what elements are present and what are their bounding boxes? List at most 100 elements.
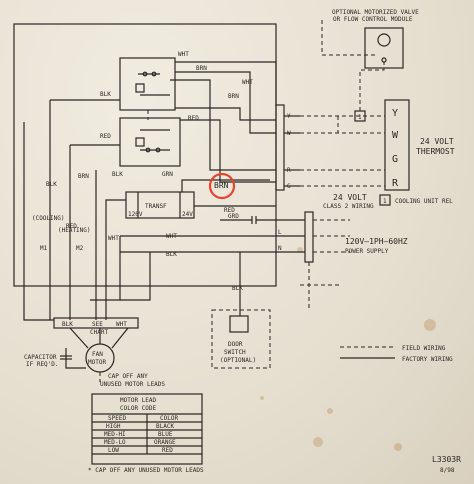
terminal-strip [275, 104, 285, 191]
transformer-120v: 120V [128, 211, 143, 218]
color-table-frame [91, 393, 203, 465]
relay-coil [135, 137, 145, 147]
term-n: N [278, 245, 282, 252]
table-r0-color: BLACK [156, 423, 174, 430]
lbl-grn: GRN [162, 171, 173, 178]
lbl-brn-r: BRN [228, 93, 239, 100]
valve-field-lead [359, 62, 385, 111]
lbl-red-xfmr: RED [224, 207, 235, 214]
capacitor-lead [65, 348, 86, 369]
motor-lbl-blk: BLK [62, 321, 73, 328]
door-1: DOOR [228, 341, 243, 348]
class2-1: 24 VOLT [333, 193, 367, 202]
term-grd: GRD [228, 213, 239, 220]
supply-title: 120V—1PH—60HZ [345, 237, 408, 246]
lbl-wht-top: WHT [178, 51, 189, 58]
table-r0-speed: HIGH [106, 423, 121, 430]
wire-left-bus [23, 122, 54, 321]
door-switch [229, 315, 249, 333]
lbl-wht-r: WHT [242, 79, 253, 86]
wire-brn-upper [175, 107, 276, 121]
table-hdr-color: COLOR [160, 415, 178, 422]
table-note: * CAP OFF ANY UNUSED MOTOR LEADS [88, 467, 204, 474]
capacitor-2: IF REQ'D. [26, 361, 59, 368]
top-note-2: OR FLOW CONTROL MODULE [333, 16, 413, 23]
motor-fan: FAN [92, 351, 103, 358]
relay-legend-text: COOLING UNIT REL [395, 198, 453, 205]
table-hdr-speed: SPEED [108, 415, 126, 422]
term-y: Y [287, 113, 291, 120]
wire-brn-mid [170, 79, 276, 171]
relay-1-legend-box [379, 194, 391, 206]
motor-motor: MOTOR [88, 359, 106, 366]
motor-terminal-block [53, 317, 139, 329]
term-l: L [278, 229, 282, 236]
term-w: W [287, 130, 291, 137]
wire-wht-motor [90, 236, 121, 301]
wire-red-right [180, 119, 276, 183]
door-3: (OPTIONAL) [220, 357, 256, 364]
thermostat-title-1: 24 VOLT [420, 137, 454, 146]
lbl-brn-top: BRN [196, 65, 207, 72]
stain [260, 396, 264, 400]
lbl-blk-xfmr: BLK [112, 171, 123, 178]
term-g: G [287, 183, 291, 190]
capacitor-1: CAPACITOR [24, 354, 57, 361]
table-r2-color: ORANGE [154, 439, 176, 446]
wire-wht-w [175, 71, 276, 134]
transformer-24v: 24V [182, 211, 193, 218]
motor-see: SEE [92, 321, 103, 328]
table-title-2: COLOR CODE [120, 405, 157, 412]
lbl-m2: M2 [76, 245, 84, 252]
transformer-label: TRANSF [145, 203, 167, 210]
table-r2-speed: MED-LO [104, 439, 126, 446]
doc-code: L3303R [432, 455, 461, 464]
wire-blk-xfmr [105, 199, 126, 320]
relay-lower [119, 117, 181, 167]
table-r1-speed: MED-HI [104, 431, 126, 438]
thermostat-box [384, 99, 410, 191]
thermo-r: R [392, 178, 399, 189]
highlight-circle [208, 172, 236, 200]
stain [313, 437, 323, 447]
table-r3-speed: LOW [108, 447, 119, 454]
relay-upper [119, 57, 176, 111]
door-2: SWITCH [224, 349, 246, 356]
term-r: R [287, 167, 291, 174]
stain [327, 408, 333, 414]
cap-note-2: UNUSED MOTOR LEADS [100, 381, 165, 388]
legend-factory: FACTORY WIRING [402, 356, 453, 363]
cap-note-1: CAP OFF ANY [108, 373, 148, 380]
legend-field: FIELD WIRING [402, 345, 446, 352]
thermostat-title-2: THERMOST [416, 147, 455, 156]
relay-legend-num: 1 [383, 198, 387, 205]
stain [424, 319, 436, 331]
table-title-1: MOTOR LEAD [120, 397, 157, 404]
wire-wht-top [175, 61, 277, 105]
lbl-blk-top: BLK [100, 91, 111, 98]
relay-num: 1 [358, 114, 362, 121]
lbl-wht-left: WHT [108, 235, 119, 242]
table-r3-color: RED [162, 447, 173, 454]
lbl-blk-door: BLK [232, 285, 243, 292]
table-r1-color: BLUE [158, 431, 173, 438]
motor-chart: CHART [90, 329, 108, 336]
lbl-m1: M1 [40, 245, 48, 252]
lbl-heating: (HEATING) [58, 227, 91, 234]
relay-coil [135, 83, 145, 93]
lbl-red-mid: RED [100, 133, 111, 140]
valve-terminal [381, 57, 387, 63]
dashed-valve-lead [321, 20, 375, 56]
power-terminal-strip [304, 211, 314, 263]
lbl-brn-circled: BRN [214, 181, 229, 190]
unit-enclosure [13, 23, 277, 287]
door-switch-box [211, 309, 271, 369]
thermo-y: Y [392, 108, 398, 119]
doc-date: 8/98 [440, 467, 455, 474]
wire-grn [181, 179, 270, 192]
motor-lbl-wht: WHT [116, 321, 127, 328]
lbl-red-left: RED [66, 223, 77, 230]
lbl-blk-n: BLK [166, 251, 177, 258]
